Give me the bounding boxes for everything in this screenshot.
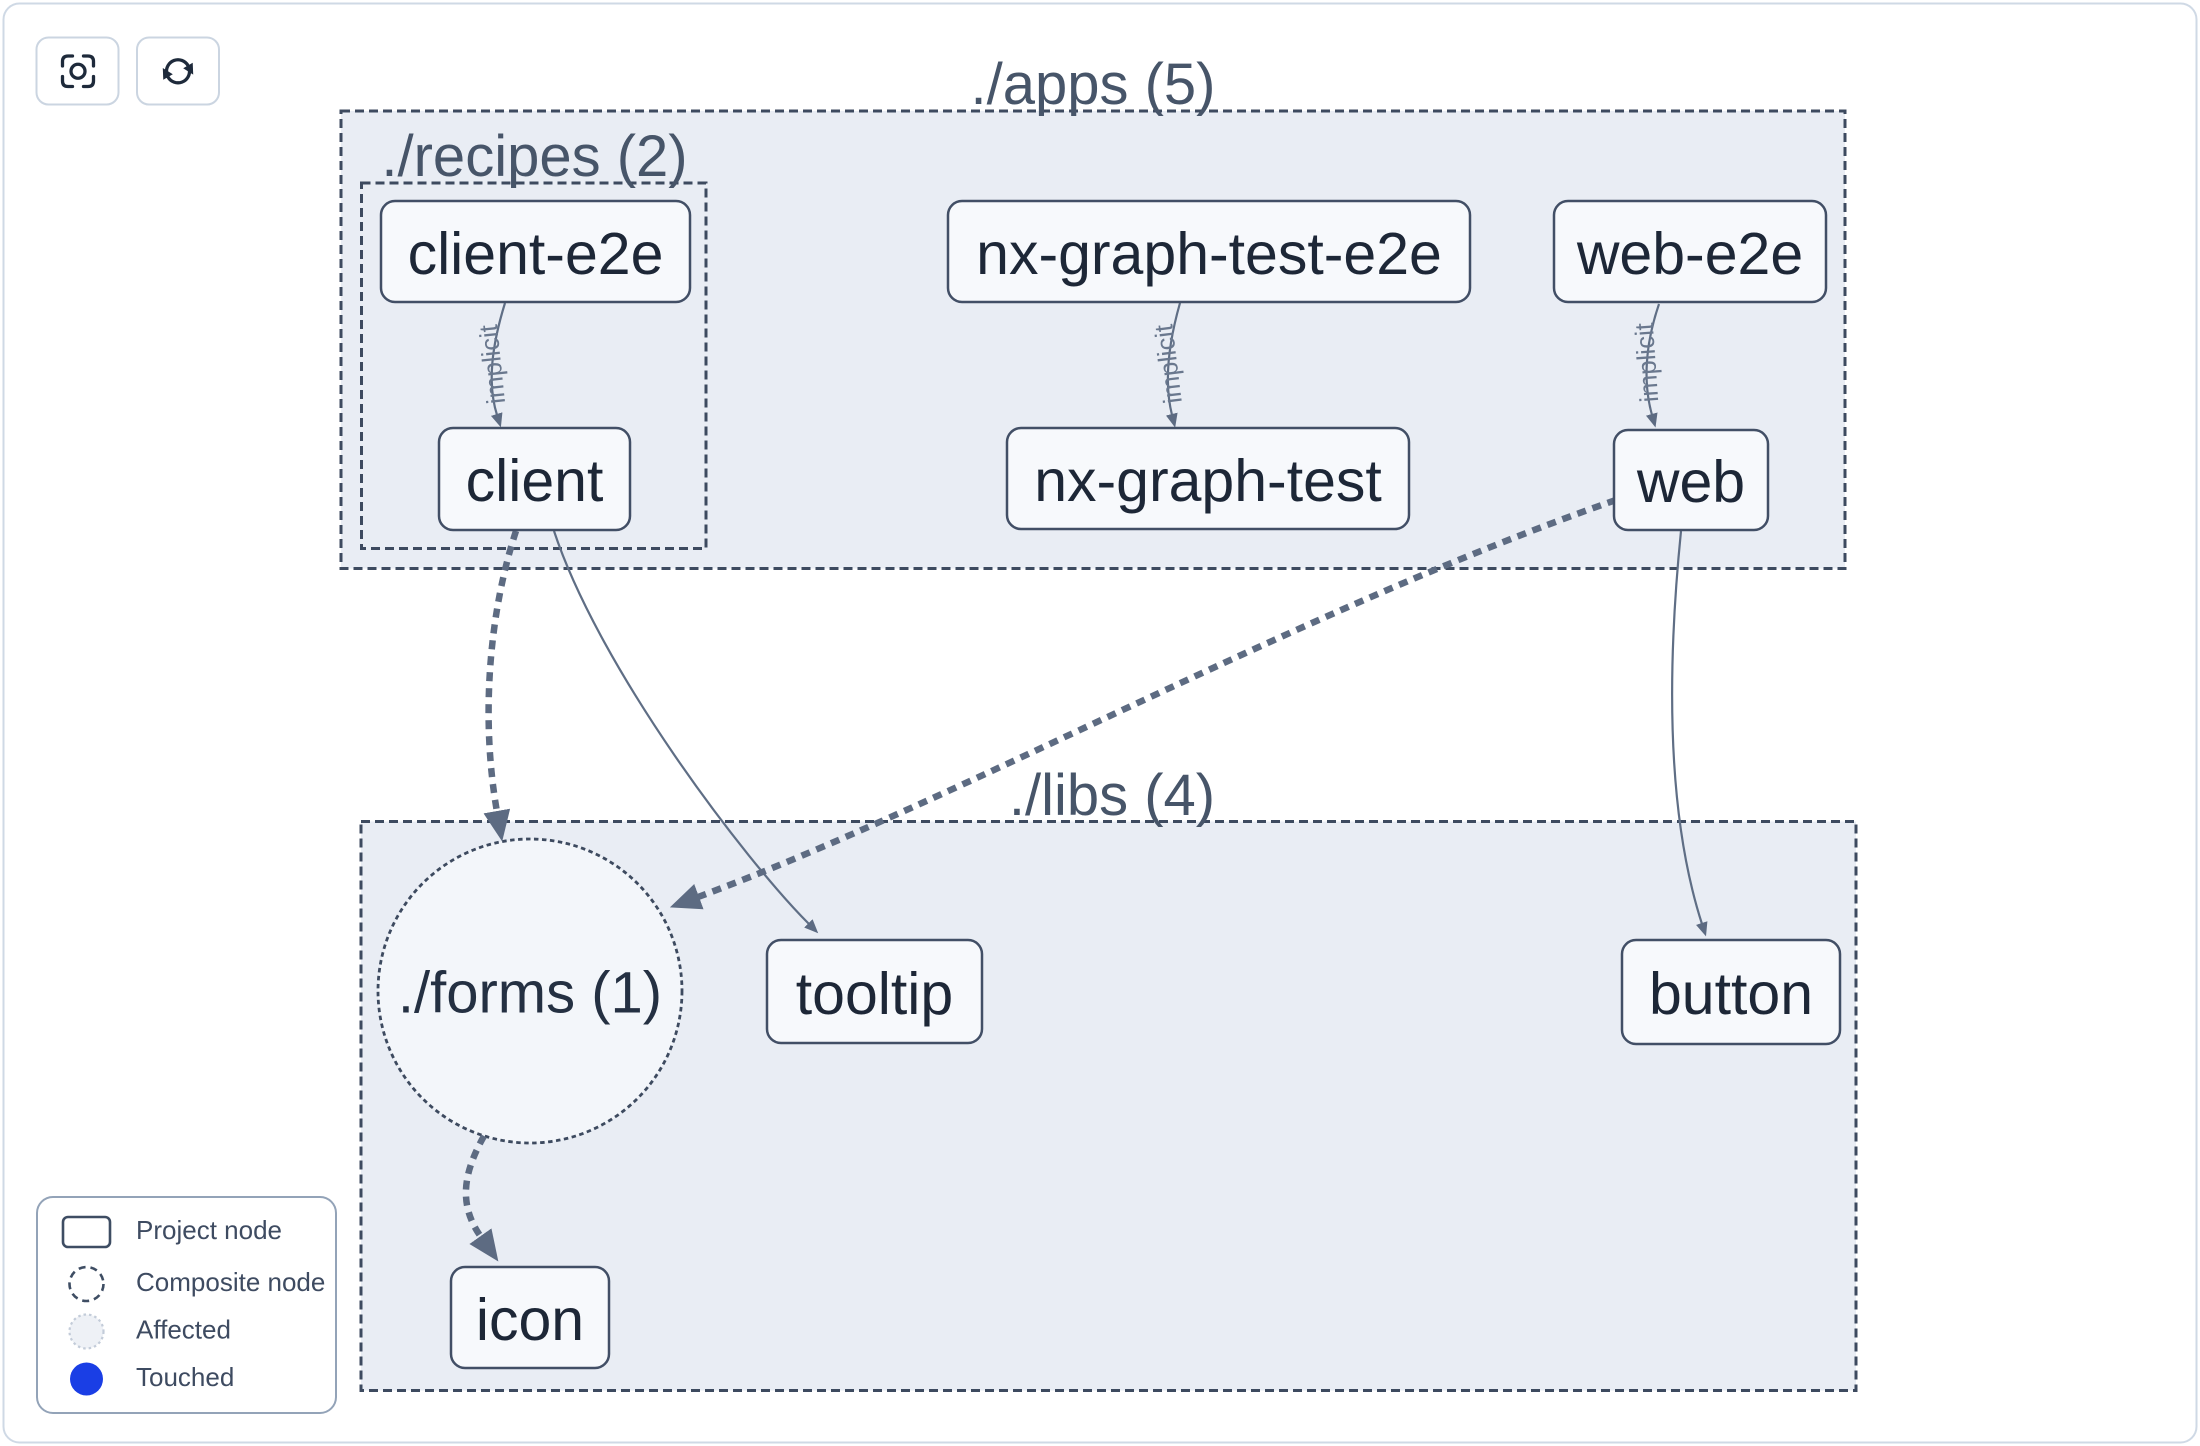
svg-text:Affected: Affected xyxy=(136,1315,231,1345)
svg-text:./recipes (2): ./recipes (2) xyxy=(381,124,687,189)
svg-text:./apps (5): ./apps (5) xyxy=(971,52,1216,117)
svg-text:./forms (1): ./forms (1) xyxy=(398,961,662,1026)
svg-text:web: web xyxy=(1636,449,1745,515)
svg-text:icon: icon xyxy=(476,1287,584,1353)
svg-text:Project node: Project node xyxy=(136,1215,282,1245)
svg-text:web-e2e: web-e2e xyxy=(1576,221,1803,287)
svg-text:Touched: Touched xyxy=(136,1362,234,1392)
svg-text:Composite node: Composite node xyxy=(136,1267,325,1297)
svg-text:client-e2e: client-e2e xyxy=(408,221,664,287)
svg-text:button: button xyxy=(1649,961,1813,1027)
svg-text:client: client xyxy=(466,448,604,514)
svg-text:tooltip: tooltip xyxy=(796,961,953,1027)
svg-text:./libs (4): ./libs (4) xyxy=(1009,763,1215,828)
svg-text:nx-graph-test-e2e: nx-graph-test-e2e xyxy=(976,221,1442,287)
svg-text:implicit: implicit xyxy=(1629,321,1665,403)
svg-text:nx-graph-test: nx-graph-test xyxy=(1034,448,1382,514)
